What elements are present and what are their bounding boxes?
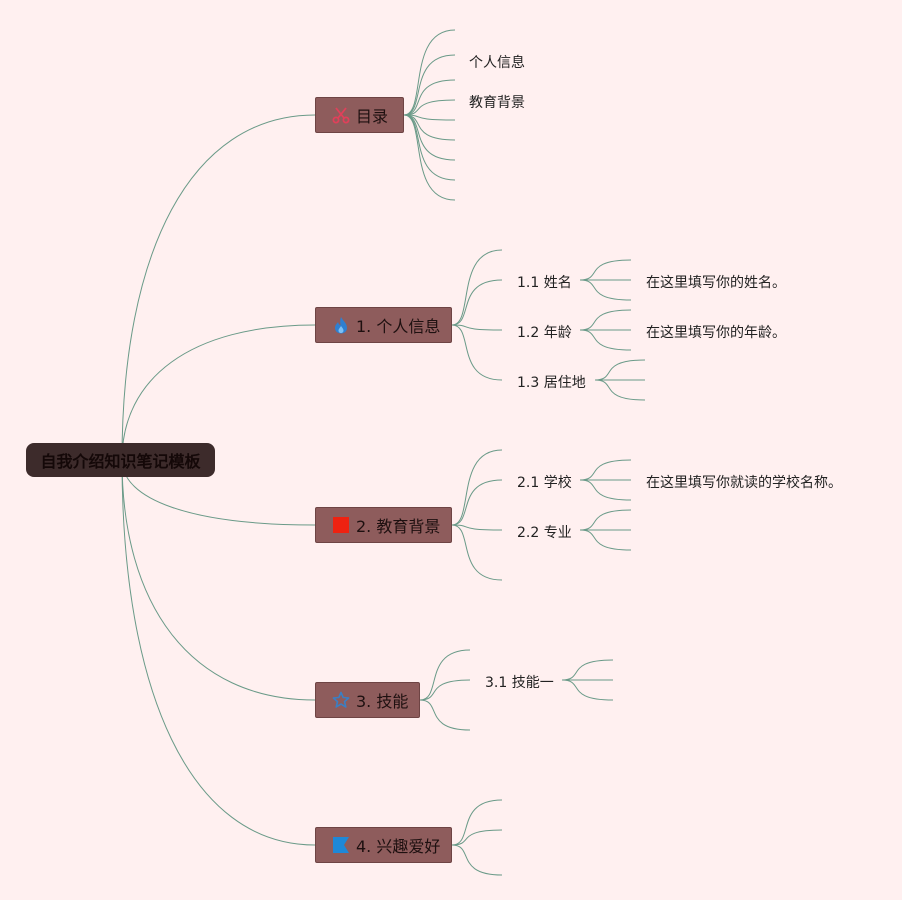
section1-branch-line bbox=[451, 324, 503, 381]
item-age-label[interactable]: 1.2 年龄 bbox=[517, 325, 572, 341]
section2-branch-line bbox=[451, 524, 503, 581]
item-school-note[interactable]: 在这里填写你就读的学校名称。 bbox=[646, 475, 842, 491]
item-skill-one-label[interactable]: 3.1 技能一 bbox=[485, 675, 554, 691]
age-branch-line bbox=[579, 309, 632, 331]
root-to-toc-line bbox=[121, 114, 316, 461]
section-3-label: 3. 技能 bbox=[356, 692, 409, 711]
section-skills-node[interactable]: 3. 技能 bbox=[315, 682, 420, 718]
item-name-note[interactable]: 在这里填写你的姓名。 bbox=[646, 275, 786, 291]
root-to-section4-line bbox=[121, 459, 316, 846]
section2-branch-line bbox=[451, 524, 503, 531]
scissors-icon bbox=[332, 107, 350, 124]
section4-branch-line bbox=[451, 799, 503, 846]
root-to-section1-line bbox=[121, 324, 316, 461]
residence-branch-line bbox=[594, 359, 646, 381]
blue-flag-icon bbox=[333, 837, 349, 853]
toc-item-personal-info[interactable]: 个人信息 bbox=[469, 55, 525, 71]
section4-branch-line bbox=[451, 829, 503, 846]
item-age-note[interactable]: 在这里填写你的年龄。 bbox=[646, 325, 786, 341]
section3-branch-line bbox=[419, 679, 471, 701]
name-branch-line bbox=[579, 259, 632, 281]
school-branch-line bbox=[579, 459, 632, 481]
section-hobbies-node[interactable]: 4. 兴趣爱好 bbox=[315, 827, 452, 863]
toc-item-education[interactable]: 教育背景 bbox=[469, 95, 525, 111]
section1-branch-line bbox=[451, 249, 503, 326]
skill-one-branch-line bbox=[561, 659, 614, 681]
item-residence-label[interactable]: 1.3 居住地 bbox=[517, 375, 586, 391]
section3-branch-line bbox=[419, 649, 471, 701]
toc-branch-line bbox=[403, 114, 456, 181]
major-branch-line bbox=[579, 529, 632, 551]
section-4-label: 4. 兴趣爱好 bbox=[356, 837, 441, 856]
item-name-label[interactable]: 1.1 姓名 bbox=[517, 275, 572, 291]
section1-branch-line bbox=[451, 279, 503, 326]
name-branch-line bbox=[579, 279, 632, 301]
toc-branch-line bbox=[403, 54, 456, 116]
toc-label: 目录 bbox=[356, 107, 389, 126]
section2-branch-line bbox=[451, 479, 503, 526]
flame-icon bbox=[335, 317, 347, 334]
root-to-section3-line bbox=[121, 459, 316, 701]
major-branch-line bbox=[579, 509, 632, 531]
toc-branch-line bbox=[403, 114, 456, 121]
root-node[interactable]: 自我介绍知识笔记模板 bbox=[26, 443, 215, 477]
section4-branch-line bbox=[451, 844, 503, 876]
item-school-label[interactable]: 2.1 学校 bbox=[517, 475, 572, 491]
toc-node[interactable]: 目录 bbox=[315, 97, 404, 133]
red-square-icon bbox=[333, 517, 349, 533]
section1-branch-line bbox=[451, 324, 503, 331]
residence-branch-line bbox=[594, 379, 646, 401]
skill-one-branch-line bbox=[561, 679, 614, 701]
age-branch-line bbox=[579, 329, 632, 351]
section-1-label: 1. 个人信息 bbox=[356, 317, 441, 336]
toc-branch-line bbox=[403, 79, 456, 116]
toc-branch-line bbox=[403, 114, 456, 201]
root-title: 自我介绍知识笔记模板 bbox=[40, 452, 201, 471]
toc-branch-line bbox=[403, 29, 456, 116]
school-branch-line bbox=[579, 479, 632, 501]
section2-branch-line bbox=[451, 449, 503, 526]
section3-branch-line bbox=[419, 699, 471, 731]
section-education-node[interactable]: 2. 教育背景 bbox=[315, 507, 452, 543]
item-major-label[interactable]: 2.2 专业 bbox=[517, 525, 572, 541]
section-2-label: 2. 教育背景 bbox=[356, 517, 441, 536]
section-personal-info-node[interactable]: 1. 个人信息 bbox=[315, 307, 452, 343]
star-outline-icon bbox=[332, 691, 350, 708]
toc-branch-line bbox=[403, 114, 456, 161]
toc-branch-line bbox=[403, 99, 456, 116]
